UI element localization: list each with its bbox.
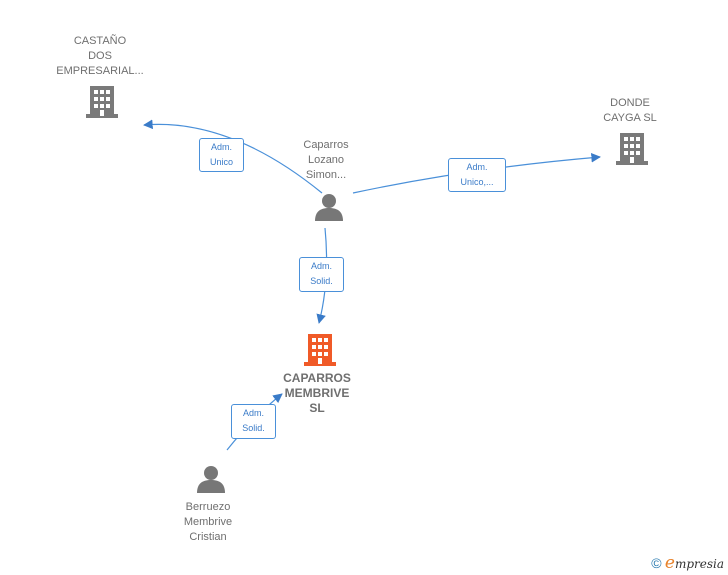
node-label-castano[interactable]: CASTAÑO DOS EMPRESARIAL... <box>40 34 160 79</box>
node-label-line: CASTAÑO <box>73 35 127 47</box>
node-label-line: CAPARROS <box>283 371 351 385</box>
node-label-line: MEMBRIVE <box>284 386 350 400</box>
brand-logo-text: mpresia <box>674 557 724 571</box>
edge-label-line: Adm. <box>466 162 488 172</box>
node-label-line: Cristian <box>189 531 227 543</box>
node-label-line: SL <box>309 401 325 415</box>
node-label-line: Berruezo <box>185 501 231 513</box>
node-label-berruezo[interactable]: Berruezo Membrive Cristian <box>158 500 258 545</box>
edge-label-line: Unico <box>209 157 233 167</box>
person-icon[interactable] <box>197 466 225 493</box>
copyright-symbol: © <box>651 555 662 571</box>
node-label-line: EMPRESARIAL... <box>56 65 144 77</box>
node-label-line: Lozano <box>307 154 345 166</box>
person-icon[interactable] <box>315 194 343 221</box>
edge-label-adm-unico-multi[interactable]: Adm. Unico,... <box>448 158 506 192</box>
building-icon[interactable] <box>86 86 118 118</box>
edge-label-line: Unico,... <box>460 177 494 187</box>
edge-label-line: Solid. <box>310 276 333 286</box>
edge-label-adm-solid[interactable]: Adm. Solid. <box>299 257 344 292</box>
edge-label-adm-solid-berruezo[interactable]: Adm. Solid. <box>231 404 276 439</box>
edge-label-line: Adm. <box>310 261 332 271</box>
edge-label-line: Solid. <box>242 423 265 433</box>
node-label-caparros-lozano[interactable]: Caparros Lozano Simon... <box>276 138 376 183</box>
building-icon[interactable] <box>616 133 648 165</box>
node-label-line: Simon... <box>305 169 347 181</box>
node-label-line: Caparros <box>303 139 349 151</box>
edge-label-line: Adm. <box>210 142 232 152</box>
main-building-icon[interactable] <box>304 334 336 366</box>
node-label-donde-cayga[interactable]: DONDE CAYGA SL <box>580 96 680 126</box>
node-label-main-company[interactable]: CAPARROS MEMBRIVE SL <box>262 371 372 416</box>
node-label-line: DOS <box>88 50 112 62</box>
node-label-line: Membrive <box>183 516 233 528</box>
node-label-line: DONDE <box>610 97 650 109</box>
node-label-line: CAYGA SL <box>603 112 657 124</box>
edge-label-line: Adm. <box>242 408 264 418</box>
brand-logo-initial: e <box>664 553 675 573</box>
footer-brand[interactable]: © empresia <box>651 553 724 573</box>
edge-label-adm-unico[interactable]: Adm. Unico <box>199 138 244 172</box>
